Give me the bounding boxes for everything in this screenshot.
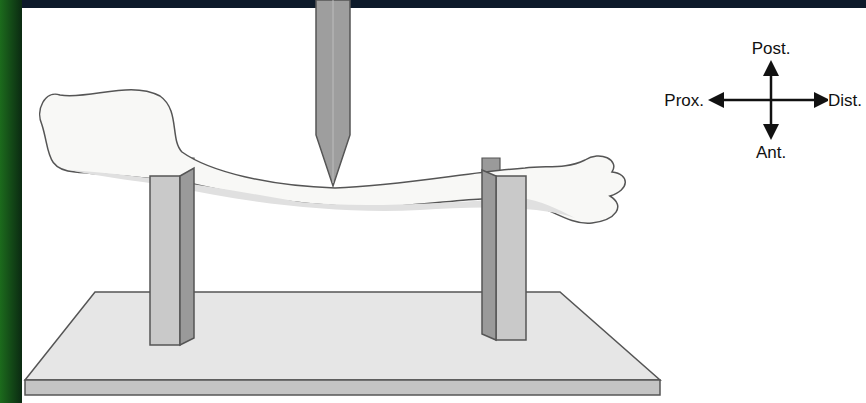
base-plate (25, 292, 660, 380)
support-front (150, 176, 180, 345)
bone (40, 90, 626, 224)
punch-highlight (333, 0, 334, 183)
white-panel (22, 8, 866, 403)
direction-label: Post. (752, 40, 791, 57)
direction-label: Dist. (828, 92, 862, 109)
orientation-compass (708, 60, 830, 140)
support-side (180, 168, 194, 345)
loading-punch (316, 0, 350, 186)
green-strip (0, 0, 22, 403)
direction-label: Prox. (664, 92, 704, 109)
direction-label: Ant. (756, 144, 786, 161)
support-side (482, 170, 496, 340)
base-plate-edge (25, 380, 660, 395)
support-front (496, 176, 526, 340)
